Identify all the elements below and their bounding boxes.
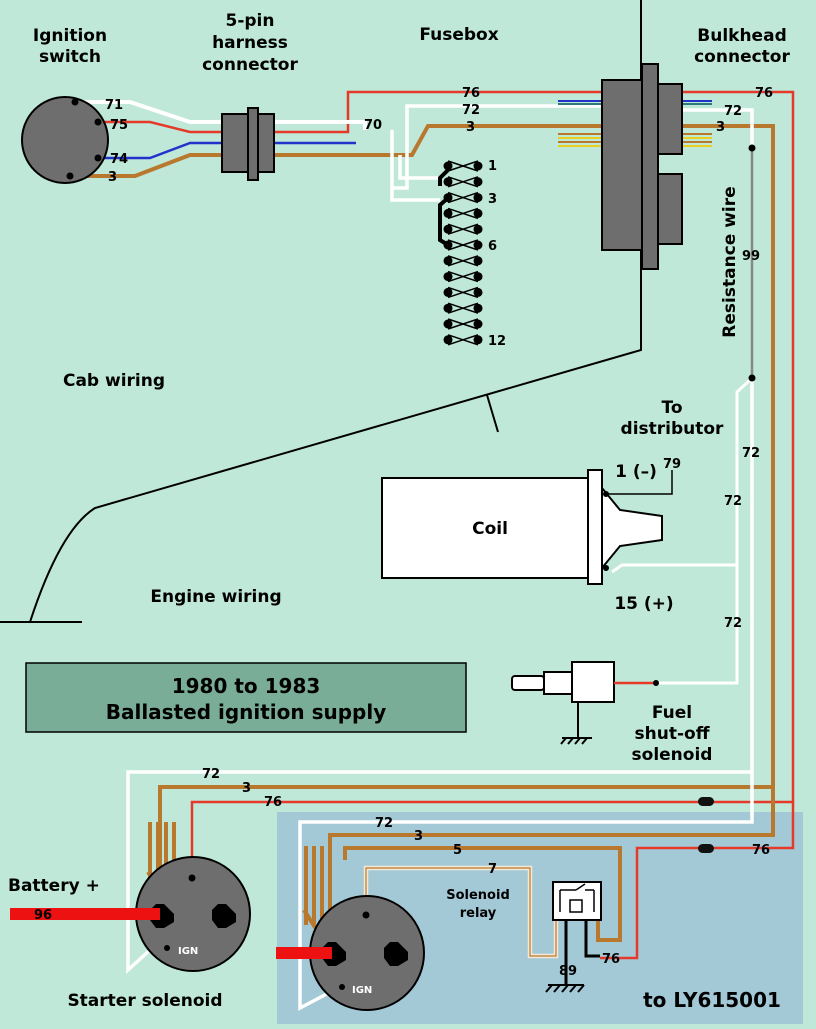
fusebox-busbar bbox=[438, 168, 450, 247]
harness-to-bulkhead-wires bbox=[268, 90, 602, 202]
label-engine-wiring: Engine wiring bbox=[150, 587, 281, 607]
wire-71: 71 bbox=[105, 98, 123, 113]
starter-solenoid-inset bbox=[302, 846, 425, 1011]
label-coil: Coil bbox=[472, 519, 508, 539]
wire-72-inset: 72 bbox=[375, 816, 393, 831]
fuse-number-12: 12 bbox=[488, 334, 506, 349]
bulkhead-stub-wires bbox=[558, 100, 712, 147]
label-fuel-1: Fuel bbox=[652, 703, 692, 723]
label-fuel-3: solenoid bbox=[632, 745, 713, 765]
label-ignition-switch-2: switch bbox=[39, 47, 101, 67]
label-ign: IGN bbox=[178, 946, 198, 957]
label-resistance-wire: Resistance wire bbox=[720, 186, 740, 337]
wire-70: 70 bbox=[364, 118, 382, 133]
fuel-shutoff-solenoid bbox=[511, 661, 659, 745]
wire-79: 79 bbox=[663, 457, 681, 472]
label-bulkhead-1: Bulkhead bbox=[697, 26, 786, 46]
fuse-number-3: 3 bbox=[488, 192, 497, 207]
harness-connector bbox=[221, 107, 275, 181]
wire-3-bottom: 3 bbox=[242, 781, 251, 796]
cab-engine-boundary bbox=[29, 0, 642, 623]
title-box bbox=[25, 662, 467, 733]
wire-7: 7 bbox=[488, 862, 497, 877]
label-relay-2: relay bbox=[460, 906, 497, 921]
wire-72-a: 72 bbox=[742, 446, 760, 461]
ignition-switch bbox=[21, 96, 109, 184]
label-to-ly615001: to LY615001 bbox=[643, 988, 781, 1012]
wire-74: 74 bbox=[110, 152, 128, 167]
wire-3-inset: 3 bbox=[414, 829, 423, 844]
fuse bbox=[443, 302, 483, 314]
wire-72-c: 72 bbox=[724, 616, 742, 631]
label-battery: Battery + bbox=[8, 876, 100, 896]
label-to-distributor-2: distributor bbox=[621, 419, 725, 439]
wire-72-b: 72 bbox=[724, 494, 742, 509]
label-harness-3: connector bbox=[202, 55, 298, 75]
wire-76-bottom: 76 bbox=[264, 795, 282, 810]
fuse-number-1: 1 bbox=[488, 159, 497, 174]
fuse bbox=[443, 160, 483, 172]
label-coil-positive: 15 (+) bbox=[614, 594, 673, 614]
label-coil-negative: 1 (–) bbox=[615, 462, 657, 482]
diagram-title-1: 1980 to 1983 bbox=[172, 674, 321, 698]
label-starter-solenoid: Starter solenoid bbox=[67, 991, 222, 1011]
wire-3-right: 3 bbox=[716, 120, 725, 135]
wire-3-switch: 3 bbox=[108, 170, 117, 185]
fuse bbox=[443, 239, 483, 251]
diagram-title-2: Ballasted ignition supply bbox=[106, 700, 387, 724]
label-fusebox: Fusebox bbox=[419, 25, 498, 45]
fuse-number-6: 6 bbox=[488, 239, 497, 254]
wire-3-top: 3 bbox=[466, 120, 475, 135]
wire-96: 96 bbox=[34, 908, 52, 923]
fuse bbox=[443, 207, 483, 220]
label-ign-inset: IGN bbox=[352, 985, 372, 996]
fusebox bbox=[438, 160, 483, 346]
bullet-connector bbox=[698, 797, 714, 806]
boundary-tick bbox=[486, 394, 499, 433]
ignition-switch-wires bbox=[70, 100, 228, 178]
wire-72-right: 72 bbox=[724, 104, 742, 119]
wire-76-relay: 76 bbox=[602, 952, 620, 967]
fuse bbox=[443, 223, 483, 235]
fuse bbox=[443, 176, 483, 188]
label-bulkhead-2: connector bbox=[694, 47, 790, 67]
fuse bbox=[443, 255, 483, 267]
fuse bbox=[443, 286, 483, 299]
wire-76-right: 76 bbox=[755, 86, 773, 101]
label-fuel-2: shut-off bbox=[635, 724, 710, 744]
bullet-connector bbox=[698, 844, 714, 853]
wire-76-top: 76 bbox=[462, 86, 480, 101]
battery-cable bbox=[10, 908, 160, 920]
wire-72-bottom: 72 bbox=[202, 767, 220, 782]
fuse bbox=[443, 270, 483, 283]
battery-cable-inset bbox=[276, 947, 332, 959]
wire-5: 5 bbox=[453, 843, 462, 858]
wire-75: 75 bbox=[110, 118, 128, 133]
label-harness-1: 5-pin bbox=[226, 11, 275, 31]
fuse bbox=[443, 318, 483, 330]
wire-72-top: 72 bbox=[462, 103, 480, 118]
ground-symbol bbox=[545, 984, 585, 993]
bulkhead-connector bbox=[601, 63, 683, 270]
wire-76-inset: 76 bbox=[752, 843, 770, 858]
wire-89: 89 bbox=[559, 964, 577, 979]
fuse bbox=[443, 191, 483, 204]
label-to-distributor-1: To bbox=[661, 398, 682, 418]
solenoid-relay bbox=[552, 881, 602, 921]
coil bbox=[381, 469, 673, 585]
wire-99: 99 bbox=[742, 249, 760, 264]
label-ignition-switch-1: Ignition bbox=[33, 26, 107, 46]
label-cab-wiring: Cab wiring bbox=[63, 371, 165, 391]
label-relay-1: Solenoid bbox=[446, 888, 510, 903]
fuse bbox=[443, 334, 483, 346]
label-harness-2: harness bbox=[212, 33, 288, 53]
